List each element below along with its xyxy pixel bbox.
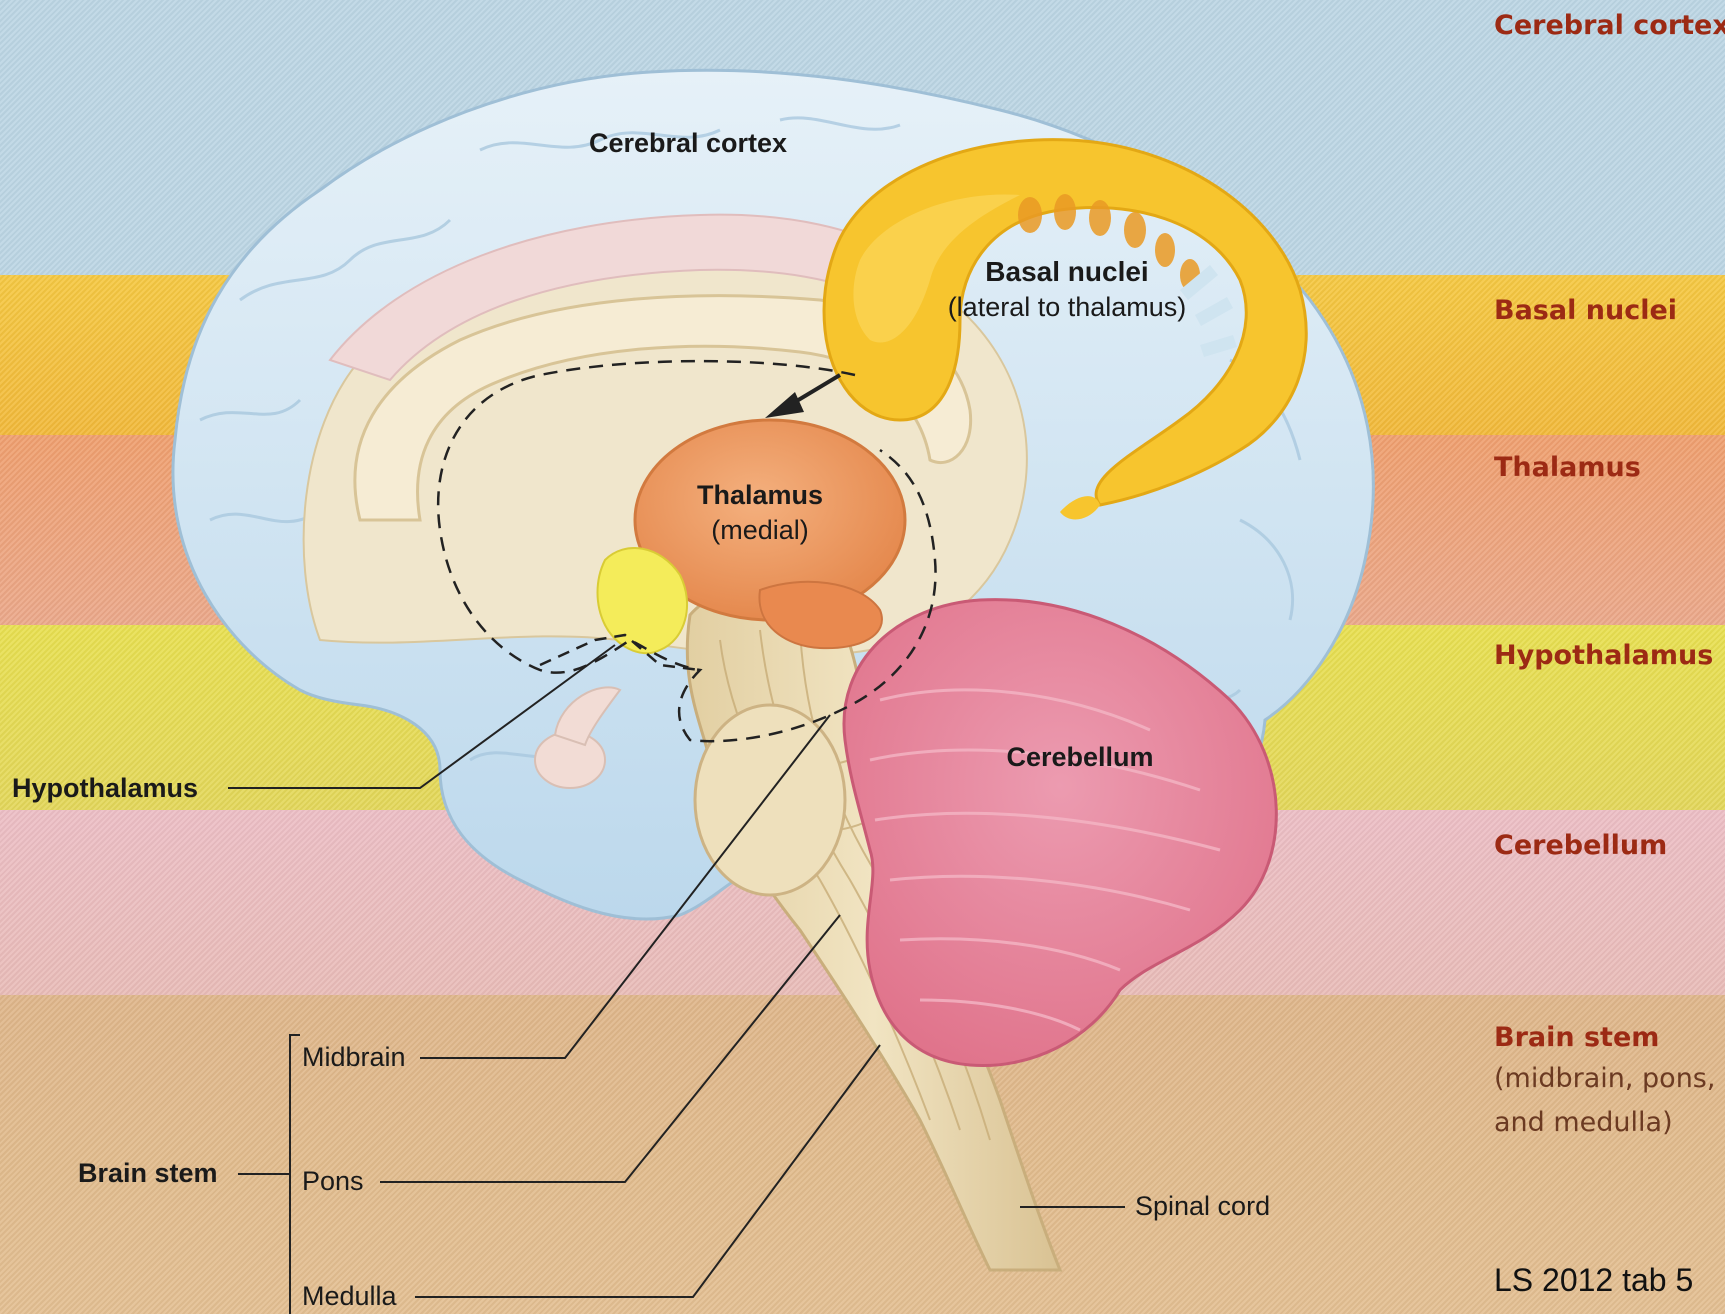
legend-cerebral-cortex: Cerebral cortex <box>1494 10 1725 41</box>
label-medulla: Medulla <box>302 1281 397 1312</box>
label-pons: Pons <box>302 1166 364 1197</box>
label-midbrain: Midbrain <box>302 1042 406 1073</box>
label-cerebral-cortex: Cerebral cortex <box>589 128 787 159</box>
legend-brain-stem-line2: (midbrain, pons, <box>1494 1063 1715 1094</box>
legend-thalamus: Thalamus <box>1494 452 1641 483</box>
caption: LS 2012 tab 5 <box>1494 1262 1693 1299</box>
label-brain-stem: Brain stem <box>78 1158 218 1189</box>
label-spinal-cord: Spinal cord <box>1135 1191 1270 1222</box>
label-basal-nuclei-note: (lateral to thalamus) <box>948 292 1187 323</box>
label-basal-nuclei: Basal nuclei <box>985 256 1148 288</box>
legend-basal-nuclei: Basal nuclei <box>1494 295 1677 326</box>
legend-cerebellum: Cerebellum <box>1494 830 1667 861</box>
legend-brain-stem: Brain stem <box>1494 1022 1659 1053</box>
label-cerebellum: Cerebellum <box>1006 742 1153 773</box>
label-thalamus: Thalamus <box>697 480 823 511</box>
legend-brain-stem-line3: and medulla) <box>1494 1107 1673 1138</box>
legend-hypothalamus: Hypothalamus <box>1494 640 1713 671</box>
label-hypothalamus: Hypothalamus <box>12 773 198 804</box>
label-thalamus-note: (medial) <box>711 515 809 546</box>
